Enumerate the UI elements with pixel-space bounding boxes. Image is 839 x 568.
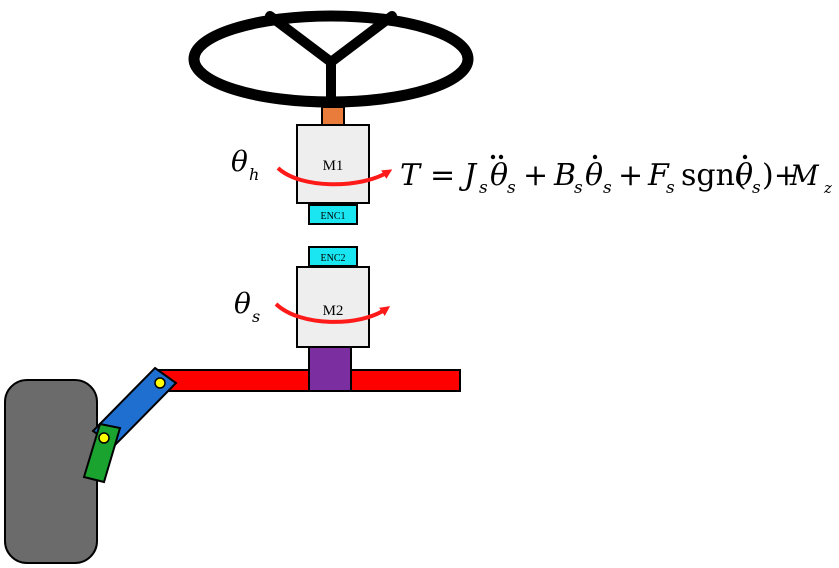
motor-m2: M2 [296, 266, 370, 348]
dot-3 [742, 154, 748, 160]
theta-s-label: θ s [234, 287, 260, 326]
pinion [308, 346, 352, 392]
encoder-2-label: ENC2 [321, 253, 346, 264]
encoder-2: ENC2 [308, 246, 358, 267]
theta-h-symbol: θ [231, 145, 248, 178]
steering-knuckle [82, 422, 122, 484]
rotation-arrow-m2 [274, 302, 391, 324]
motor-m1-body [296, 124, 370, 204]
motor-m1: M1 [296, 124, 370, 204]
steering-wheel [188, 10, 474, 108]
ddot-1a [490, 154, 496, 160]
knuckle-arm [82, 422, 122, 484]
motor-m2-label: M2 [323, 303, 344, 319]
motor-m1-label: M1 [323, 158, 344, 174]
shaft-coupler [321, 106, 345, 127]
dot-2 [592, 154, 598, 160]
steering-wheel-spokes [265, 11, 397, 105]
theta-s-subscript: s [252, 307, 260, 326]
theta-s-symbol: θ [234, 287, 251, 320]
rotation-arrow-m1 [276, 166, 393, 187]
ddot-1b [498, 154, 504, 160]
torque-equation: T = J s θ s + B s θ s + F s sgn( θ s )+ … [400, 154, 832, 201]
motor-m2-body [296, 266, 370, 348]
torque-equation-text: T = J s θ s + B s θ s + F s sgn( θ s )+ … [400, 158, 832, 201]
encoder-1-label: ENC1 [321, 211, 346, 222]
theta-h-subscript: h [249, 165, 259, 184]
tie-rod-inner-joint [154, 377, 166, 389]
theta-h-label: θ h [231, 145, 259, 184]
tire [4, 379, 98, 564]
encoder-1-body [308, 204, 358, 225]
knuckle-joint [98, 432, 110, 444]
encoder-1: ENC1 [308, 204, 358, 225]
